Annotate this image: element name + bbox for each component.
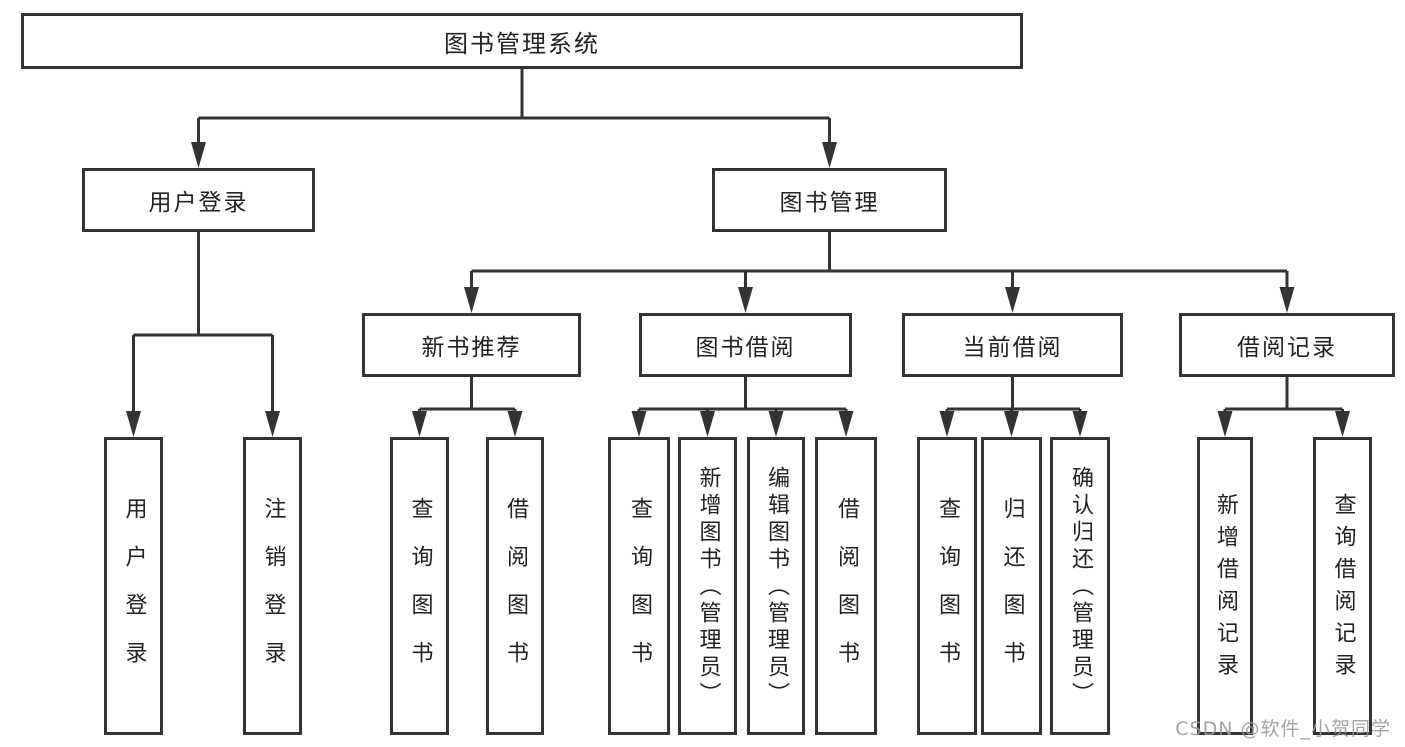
node-query-books-current-label: 查询图书 bbox=[935, 496, 960, 689]
node-library-management-system: 图书管理系统 bbox=[21, 13, 1023, 69]
node-current-borrowing-label: 当前借阅 bbox=[962, 335, 1063, 361]
node-borrow-books-leaf: 借阅图书 bbox=[815, 437, 877, 735]
node-book-borrowing: 图书借阅 bbox=[639, 313, 852, 377]
node-return-books: 归还图书 bbox=[981, 437, 1042, 735]
node-borrow-books-recommend-label: 借阅图书 bbox=[503, 496, 528, 689]
node-user-login-leaf: 用户登录 bbox=[104, 437, 163, 735]
node-new-book-recommendation: 新书推荐 bbox=[362, 313, 581, 377]
node-book-management: 图书管理 bbox=[712, 168, 947, 232]
watermark-text: CSDN @软件_小贺同学 bbox=[1175, 718, 1391, 740]
node-edit-books-admin: 编辑图书（管理员） bbox=[747, 437, 805, 735]
node-confirm-return-admin: 确认归还（管理员） bbox=[1050, 437, 1110, 735]
node-return-books-label: 归还图书 bbox=[999, 496, 1025, 689]
node-confirm-return-admin-label: 确认归还（管理员） bbox=[1068, 466, 1093, 709]
node-logout-login: 注销登录 bbox=[243, 437, 302, 735]
node-query-books-current: 查询图书 bbox=[917, 437, 977, 735]
node-borrow-books-leaf-label: 借阅图书 bbox=[834, 496, 859, 689]
node-query-books-borrow-label: 查询图书 bbox=[627, 496, 652, 689]
node-query-borrow-record-label: 查询借阅记录 bbox=[1330, 492, 1356, 685]
node-current-borrowing: 当前借阅 bbox=[902, 313, 1123, 377]
node-query-books-recommend: 查询图书 bbox=[390, 437, 449, 735]
node-query-books-recommend-label: 查询图书 bbox=[407, 496, 433, 689]
node-query-books-borrow: 查询图书 bbox=[608, 437, 670, 735]
node-edit-books-admin-label: 编辑图书（管理员） bbox=[764, 466, 789, 709]
node-user-login: 用户登录 bbox=[82, 168, 315, 232]
node-user-login-leaf-label: 用户登录 bbox=[121, 496, 147, 689]
node-logout-login-label: 注销登录 bbox=[260, 496, 286, 689]
node-add-books-admin-label: 新增图书（管理员） bbox=[695, 466, 721, 709]
node-add-borrow-record-label: 新增借阅记录 bbox=[1213, 492, 1238, 685]
node-add-borrow-record: 新增借阅记录 bbox=[1197, 437, 1253, 735]
node-query-borrow-record: 查询借阅记录 bbox=[1313, 437, 1372, 735]
node-book-borrowing-label: 图书借阅 bbox=[695, 335, 796, 361]
node-new-book-recommendation-label: 新书推荐 bbox=[421, 335, 522, 361]
node-library-management-system-label: 图书管理系统 bbox=[444, 29, 600, 58]
node-add-books-admin: 新增图书（管理员） bbox=[678, 437, 737, 735]
node-user-login-label: 用户登录 bbox=[148, 190, 249, 216]
node-book-management-label: 图书管理 bbox=[779, 190, 880, 216]
node-borrowing-records: 借阅记录 bbox=[1179, 313, 1395, 377]
node-borrow-books-recommend: 借阅图书 bbox=[486, 437, 544, 735]
node-borrowing-records-label: 借阅记录 bbox=[1237, 335, 1337, 361]
